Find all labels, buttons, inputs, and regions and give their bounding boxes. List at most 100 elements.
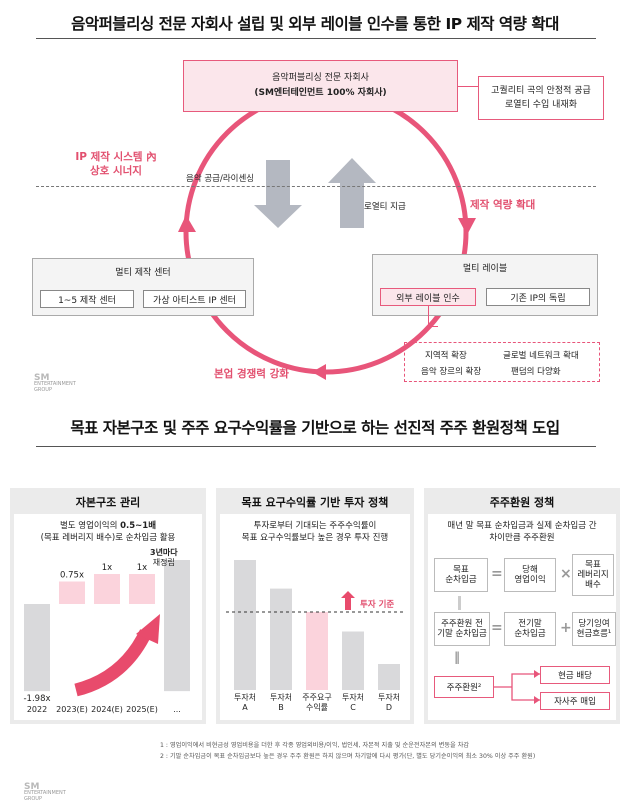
invest-category-line2-4: D [386,703,392,712]
footnote-1: 1 : 영업이익에서 비현금성 영업비용을 더한 후 각종 영업외비용/이익, … [160,742,470,749]
center-item-1: 1~5 제작 센터 [40,290,134,308]
benefit-regional: 지역적 확장 [425,351,467,361]
threshold-up-arrow [341,591,355,610]
center-item-2: 가상 아티스트 IP 센터 [143,290,246,308]
panel2-body: 투자로부터 기대되는 주주수익률이 목표 요구수익률보다 높은 경우 투자 진행… [220,514,410,720]
multi-label-box: 멀티 레이블 [372,254,598,316]
invest-category-line1-1: 투자처 [270,693,292,702]
invest-category-line1-4: 투자처 [378,693,400,702]
multi-center-title: 멀티 제작 센터 [115,268,171,278]
benefit-global: 글로벌 네트워크 확대 [503,351,579,361]
label-item-external: 외부 레이블 인수 [380,288,476,306]
benefits-box: 지역적 확장 글로벌 네트워크 확대 음악 장르의 확장 팬덤의 다양화 [404,342,600,382]
quality-note-line1: 고퀄리티 곡의 안정적 공급 [491,86,591,96]
capital-bar-1 [59,581,85,604]
capital-category-1: 2023(E) [56,705,88,714]
growth-swoosh-head [136,614,160,644]
growth-swoosh [74,629,152,697]
sm-logo-top: SM ENTERTAINMENT GROUP [34,373,76,394]
invest-category-line1-3: 투자처 [342,693,364,702]
capital-bar-0 [24,604,50,692]
quality-note-line2: 로열티 수입 내재화 [505,100,577,110]
panel3-title: 주주환원 정책 [489,496,555,509]
panel-capital-structure: 자본구조 관리 별도 영업이익의 0.5~1배 (목표 레버리지 배수)로 순차… [10,488,206,724]
benefit-genre: 음악 장르의 확장 [421,367,482,377]
panel3-desc: 매년 말 목표 순차입금과 실제 순차입금 간 차이만큼 주주환원 [447,521,597,543]
payout-box: 주주환원² [434,676,494,698]
panel1-body: 별도 영업이익의 0.5~1배 (목표 레버리지 배수)로 순차입금 활용 -1… [14,514,202,720]
royalty-label: 로열티 지급 [364,202,406,212]
multi-label-title: 멀티 레이블 [462,264,508,274]
sm-logo-bottom: SM ENTERTAINMENT GROUP [24,782,66,803]
cycle-circle [183,89,469,375]
up-arrow [328,158,376,228]
quality-note-box: 고퀄리티 곡의 안정적 공급 로열티 수입 내재화 [478,76,604,120]
equals-sign-1: = [491,566,503,582]
capital-bar-3 [129,574,155,604]
connector-line [458,86,478,87]
capital-bar-value-1: 0.75x [60,571,84,581]
cycle-arrowhead-left [178,215,196,232]
competitiveness-label: 본업 경쟁력 강화 [214,368,289,380]
down-arrow [254,160,302,228]
section2-rule [36,446,596,447]
capacity-expand-label: 제작 역량 확대 [470,199,536,211]
publisher-line2: (SM엔터테인먼트 100% 자회사) [254,88,387,98]
section2-title: 목표 자본구조 및 주주 요구수익률을 기반으로 하는 선진적 주주 환원정책 … [70,419,560,437]
ip-synergy-line1: IP 제작 시스템 內 [75,151,157,163]
equals-sign-vertical: ‖ [454,650,460,664]
capital-bar-value-3: 1x [137,563,147,573]
panel1-desc: 별도 영업이익의 0.5~1배 (목표 레버리지 배수)로 순차입금 활용 [40,521,176,543]
plus-sign: + [560,620,572,636]
panel2-title: 목표 요구수익률 기반 투자 정책 [241,496,389,509]
footnote-2: 2 : 기말 순차입금이 목표 순차입금보다 높은 경우 주주 환원은 하지 않… [160,753,536,760]
invest-bar-3 [342,631,364,690]
publisher-line1: 음악퍼블리싱 전문 자회사 [272,73,369,83]
panel-investment-policy: 목표 요구수익률 기반 투자 정책 투자로부터 기대되는 주주수익률이 목표 요… [216,488,414,724]
capital-category-2: 2024(E) [91,705,123,714]
multiply-sign: × [560,566,572,582]
invest-category-line2-2: 수익률 [306,702,328,712]
invest-bar-2 [306,612,328,690]
invest-category-line2-1: B [278,703,284,712]
ip-synergy-line2: 상호 시너지 [90,165,142,177]
threshold-label: 투자 기준 [360,600,395,610]
capital-bar-2 [94,574,120,604]
capital-bar-4 [164,560,190,692]
invest-category-line1-2: 주주요구 [302,693,331,702]
ip-synergy-label: IP 제작 시스템 內 상호 시너지 [56,150,176,178]
capital-category-0: 2022 [27,705,47,714]
capital-bar-value-2: 1x [102,563,112,573]
cycle-arrowhead-bottom [312,364,326,380]
dashed-divider [36,186,596,187]
buyback-box: 자사주 매입 [540,692,610,710]
capital-bar-value-0: -1.98x [23,694,50,704]
cash-dividend-box: 현금 배당 [540,666,610,684]
invest-category-line2-3: C [350,703,356,712]
equals-sign-2: = [491,620,503,636]
section1-title: 음악퍼블리싱 전문 자회사 설립 및 외부 레이블 인수를 통한 IP 제작 역… [71,15,559,33]
panel2-desc: 투자로부터 기대되는 주주수익률이 목표 요구수익률보다 높은 경우 투자 진행 [241,521,389,543]
invest-category-line1-0: 투자처 [234,693,256,702]
invest-category-line2-0: A [242,703,248,712]
invest-bar-0 [234,560,256,690]
label-item-independent: 기존 IP의 독립 [486,288,590,306]
section1-rule [36,38,596,39]
invest-bar-1 [270,588,292,690]
every3-label: 3년마다 재정립 [150,548,178,567]
panel-shareholder-return: 주주환원 정책 매년 말 목표 순차입금과 실제 순차입금 간 차이만큼 주주환… [424,488,620,724]
benefit-connector-h [428,326,438,327]
benefit-fandom: 팬덤의 다양화 [511,367,561,377]
capital-category-4: ... [173,705,181,714]
capital-category-3: 2025(E) [126,705,158,714]
publisher-box: 음악퍼블리싱 전문 자회사 (SM엔터테인먼트 100% 자회사) [183,60,458,112]
